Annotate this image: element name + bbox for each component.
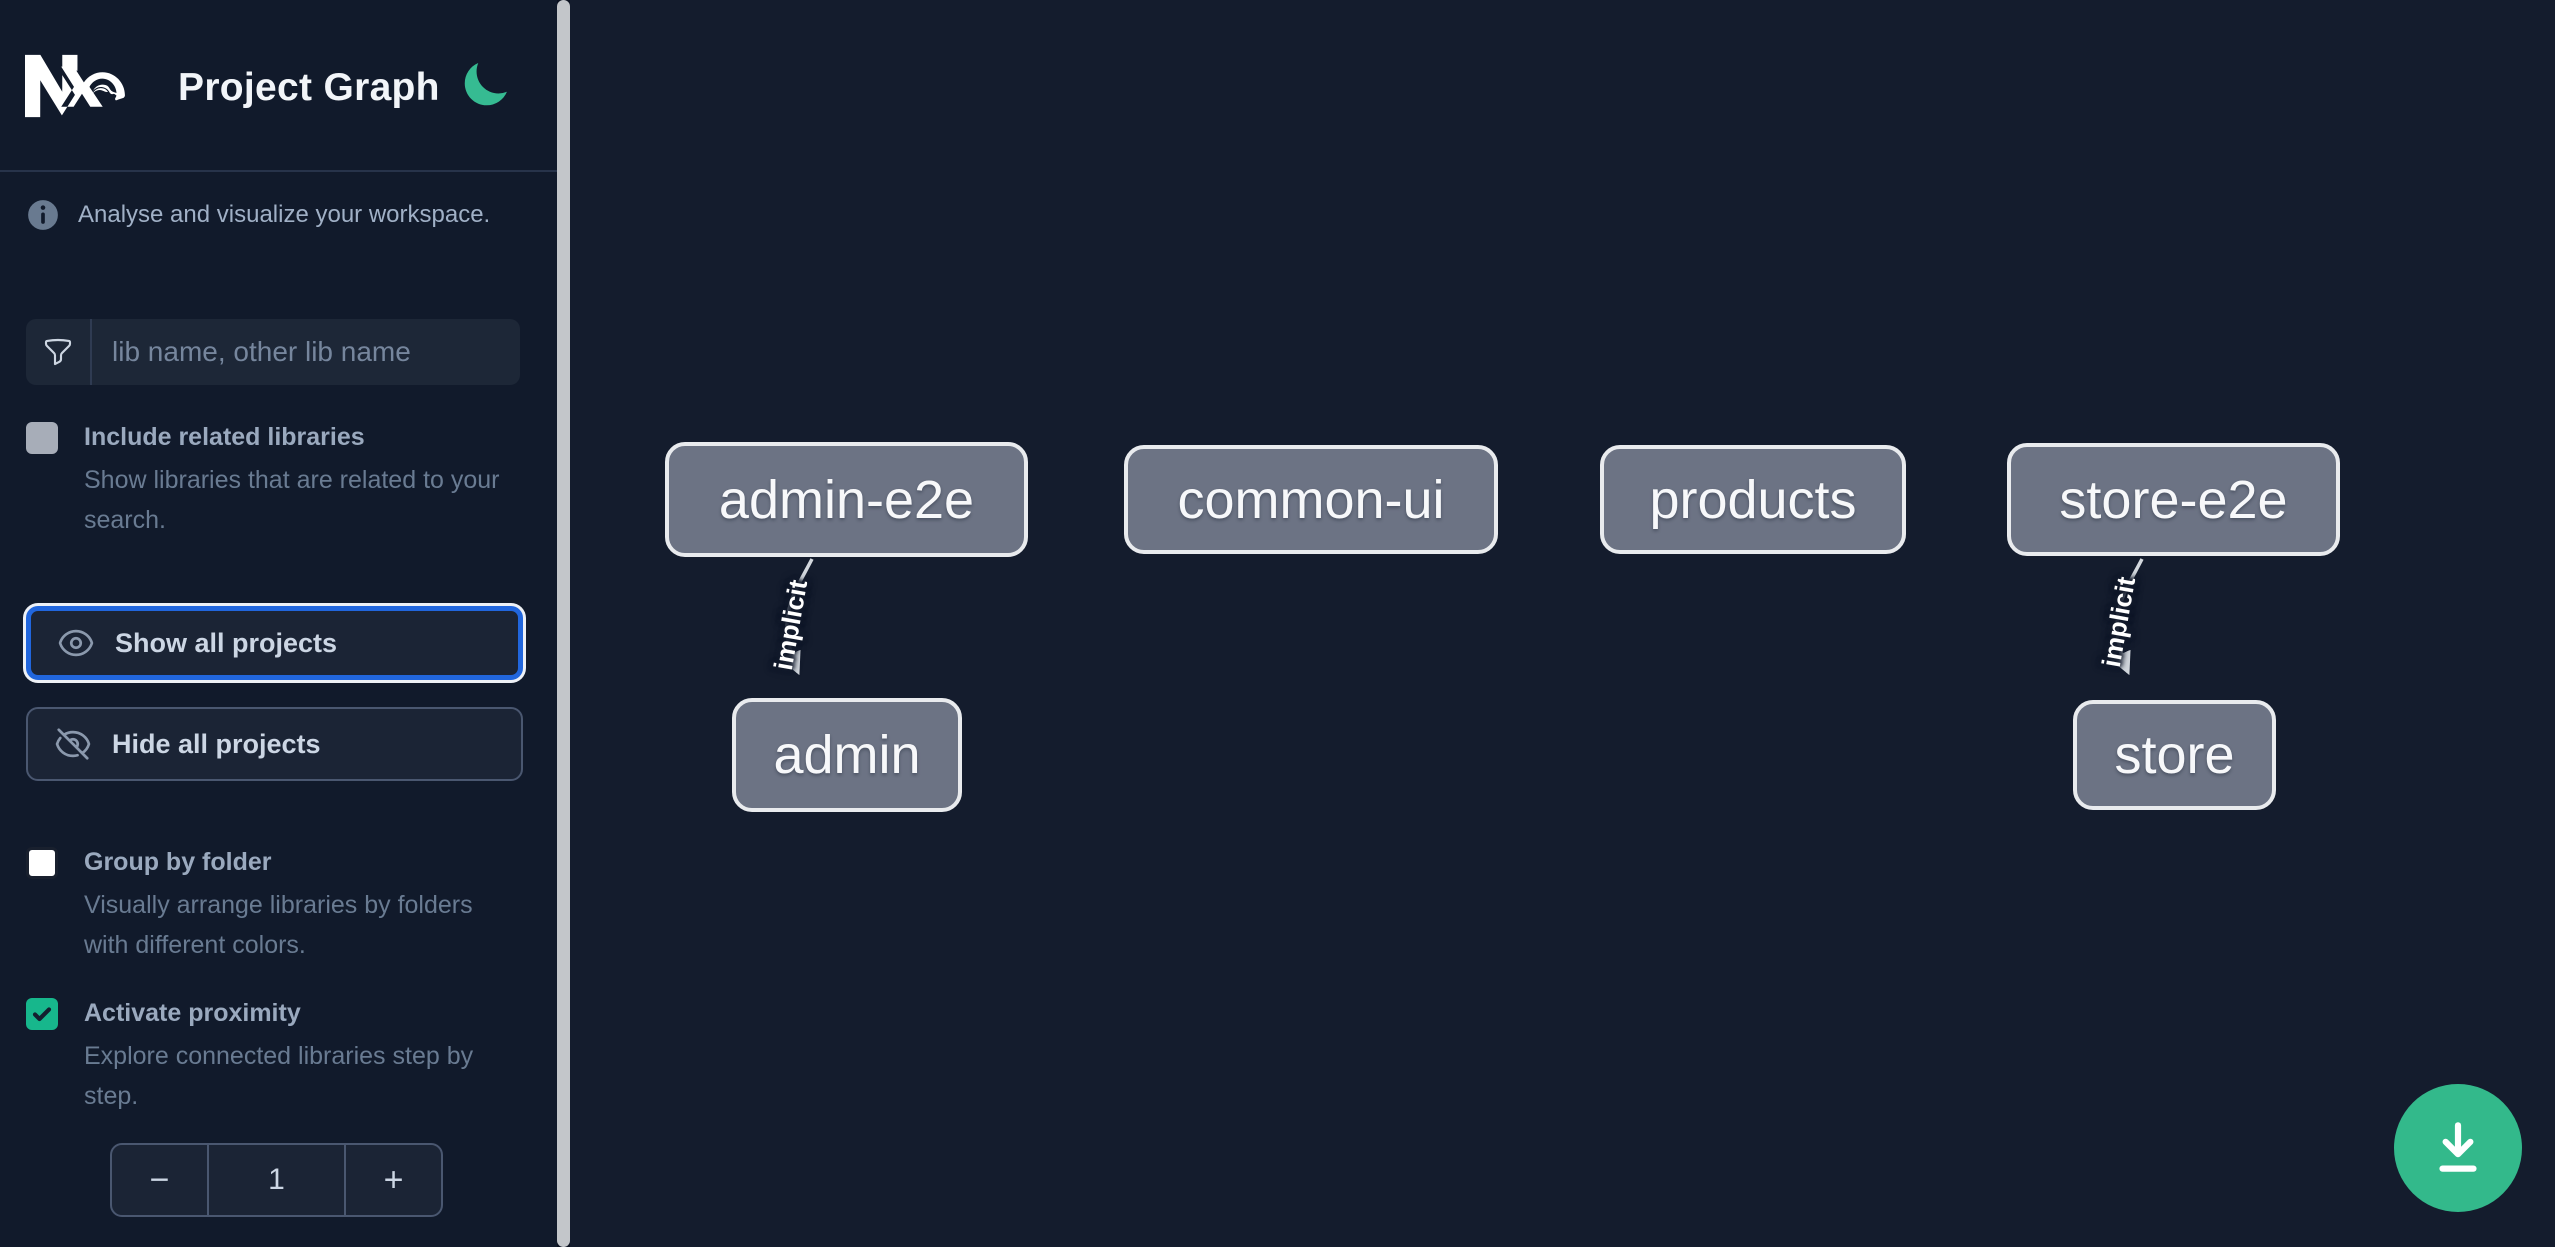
show-all-projects-button[interactable]: Show all projects	[26, 606, 523, 680]
show-all-projects-label: Show all projects	[115, 627, 338, 658]
theme-toggle-button[interactable]	[458, 58, 512, 112]
activate-proximity-description: Explore connected libraries step by step…	[84, 1042, 474, 1110]
download-icon	[2439, 1122, 2477, 1172]
eye-slash-icon	[55, 728, 91, 760]
proximity-increment-button[interactable]: +	[346, 1145, 441, 1215]
graph-node-store-e2e[interactable]: store-e2e	[2007, 443, 2340, 556]
group-by-folder-checkbox[interactable]	[26, 847, 58, 879]
filter-input[interactable]	[92, 319, 520, 385]
proximity-decrement-button[interactable]: −	[112, 1145, 207, 1215]
graph-edges	[779, 558, 2144, 676]
page-title: Project Graph	[178, 66, 440, 109]
include-related-checkbox[interactable]	[26, 422, 58, 454]
graph-node-products[interactable]: products	[1600, 445, 1906, 554]
include-related-option: Include related libraries Show libraries…	[26, 420, 531, 540]
intro-text: Analyse and visualize your workspace.	[78, 201, 491, 228]
edge-label-implicit-admin: implicit	[767, 577, 814, 673]
activate-proximity-checkbox[interactable]	[26, 998, 58, 1030]
proximity-stepper: − 1 +	[110, 1143, 443, 1217]
sidebar-header: Project Graph	[0, 0, 557, 172]
sidebar-scrollbar[interactable]	[557, 0, 570, 1247]
eye-icon	[58, 629, 94, 657]
hide-all-projects-label: Hide all projects	[112, 728, 321, 759]
check-icon	[32, 1007, 52, 1022]
group-by-folder-label: Group by folder	[84, 848, 272, 876]
include-related-description: Show libraries that are related to your …	[84, 466, 500, 534]
info-icon	[28, 200, 58, 230]
group-by-folder-description: Visually arrange libraries by folders wi…	[84, 891, 473, 959]
filter-box	[26, 319, 520, 385]
filter-funnel-cell	[26, 319, 92, 385]
activate-proximity-option: Activate proximity Explore connected lib…	[26, 996, 531, 1116]
graph-node-common-ui[interactable]: common-ui	[1124, 445, 1498, 554]
intro-row: Analyse and visualize your workspace.	[26, 198, 531, 232]
include-related-label: Include related libraries	[84, 423, 365, 451]
proximity-value: 1	[207, 1145, 346, 1215]
download-image-button[interactable]	[2394, 1084, 2522, 1212]
nx-logo	[25, 54, 125, 118]
moon-icon	[464, 63, 507, 106]
graph-node-store[interactable]: store	[2073, 700, 2276, 810]
graph-node-admin-e2e[interactable]: admin-e2e	[665, 442, 1028, 557]
graph-canvas[interactable]: admin-e2e common-ui products store-e2e a…	[570, 0, 2555, 1247]
hide-all-projects-button[interactable]: Hide all projects	[26, 707, 523, 781]
edge-label-implicit-store: implicit	[2095, 574, 2142, 670]
filter-funnel-icon	[44, 338, 72, 366]
graph-node-admin[interactable]: admin	[732, 698, 962, 812]
sidebar: Project Graph Analyse and visualize your…	[0, 0, 557, 1247]
group-by-folder-option: Group by folder Visually arrange librari…	[26, 845, 531, 965]
activate-proximity-label: Activate proximity	[84, 999, 301, 1027]
